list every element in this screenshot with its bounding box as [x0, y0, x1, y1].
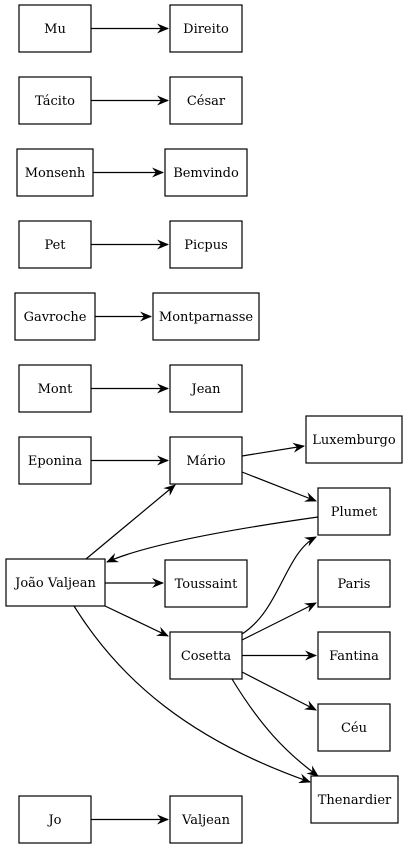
node-box-picpus: [169, 220, 243, 269]
node-paris: Paris: [317, 559, 391, 608]
node-box-luxemburgo: [305, 415, 403, 464]
node-plumet: Plumet: [317, 487, 391, 536]
node-label-mu: Mu: [44, 22, 66, 37]
node-label-jo: Jo: [46, 813, 61, 828]
node-gavroche: Gavroche: [14, 292, 96, 341]
node-label-pet: Pet: [44, 238, 66, 253]
node-box-eponina: [18, 436, 92, 485]
node-label-cosetta: Cosetta: [181, 649, 232, 664]
node-monsenh: Monsenh: [16, 148, 94, 197]
node-fantina: Fantina: [317, 631, 391, 680]
node-label-montparnasse: Montparnasse: [159, 310, 253, 325]
node-box-tacito: [18, 76, 92, 125]
node-box-paris: [317, 559, 391, 608]
node-label-cesar: César: [187, 94, 226, 109]
node-box-fantina: [317, 631, 391, 680]
node-label-mont: Mont: [38, 382, 74, 397]
node-label-bemvindo: Bemvindo: [173, 166, 239, 181]
node-box-mont: [18, 364, 92, 413]
edge-cosetta-to-paris: [241, 602, 317, 641]
node-box-direito: [169, 4, 243, 53]
node-tacito: Tácito: [18, 76, 92, 125]
node-box-mario: [169, 436, 243, 485]
node-box-joao-valjean: [5, 558, 106, 607]
node-label-jean: Jean: [189, 382, 221, 397]
node-label-tacito: Tácito: [35, 94, 75, 109]
edge-joao-valjean-to-thenardier: [73, 605, 311, 784]
node-mario: Mário: [169, 436, 243, 485]
node-cosetta: Cosetta: [169, 631, 243, 680]
node-box-plumet: [317, 487, 391, 536]
edges-layer: [73, 23, 319, 825]
node-thenardier: Thenardier: [310, 775, 399, 824]
node-label-joao-valjean: João Valjean: [13, 576, 96, 591]
node-label-eponina: Eponina: [28, 454, 83, 469]
node-jean: Jean: [169, 364, 243, 413]
node-mu: Mu: [18, 4, 92, 53]
node-box-montparnasse: [152, 292, 260, 341]
edge-cosetta-to-plumet: [241, 536, 317, 635]
node-box-bemvindo: [164, 148, 248, 197]
node-box-toussaint: [164, 559, 248, 608]
node-cesar: César: [169, 76, 243, 125]
edge-joao-valjean-to-cosetta: [104, 605, 169, 637]
node-toussaint: Toussaint: [164, 559, 248, 608]
node-label-valjean: Valjean: [181, 813, 231, 828]
node-label-gavroche: Gavroche: [24, 310, 87, 325]
node-joao-valjean: João Valjean: [5, 558, 106, 607]
node-mont: Mont: [18, 364, 92, 413]
edge-cosetta-to-ceu: [241, 671, 317, 711]
node-box-cosetta: [169, 631, 243, 680]
node-label-thenardier: Thenardier: [318, 793, 392, 808]
node-label-ceu: Céu: [341, 721, 367, 736]
node-picpus: Picpus: [169, 220, 243, 269]
node-box-thenardier: [310, 775, 399, 824]
edge-mario-to-plumet: [241, 471, 317, 502]
edge-joao-valjean-to-mario: [85, 484, 176, 560]
node-box-valjean: [169, 795, 243, 844]
node-label-plumet: Plumet: [331, 505, 378, 520]
node-ceu: Céu: [317, 703, 391, 752]
node-montparnasse: Montparnasse: [152, 292, 260, 341]
edge-cosetta-to-thenardier: [231, 678, 319, 777]
node-label-picpus: Picpus: [184, 238, 228, 253]
edge-plumet-to-joao-valjean: [106, 516, 319, 563]
node-box-monsenh: [16, 148, 94, 197]
node-box-jean: [169, 364, 243, 413]
node-pet: Pet: [18, 220, 92, 269]
node-eponina: Eponina: [18, 436, 92, 485]
node-box-pet: [18, 220, 92, 269]
node-label-monsenh: Monsenh: [25, 166, 86, 181]
node-valjean: Valjean: [169, 795, 243, 844]
node-direito: Direito: [169, 4, 243, 53]
node-label-paris: Paris: [338, 577, 371, 592]
node-box-cesar: [169, 76, 243, 125]
node-luxemburgo: Luxemburgo: [305, 415, 403, 464]
node-box-ceu: [317, 703, 391, 752]
edge-mario-to-luxemburgo: [241, 442, 305, 457]
node-label-direito: Direito: [183, 22, 229, 37]
node-jo: Jo: [18, 795, 92, 844]
node-label-toussaint: Toussaint: [175, 577, 238, 592]
node-box-gavroche: [14, 292, 96, 341]
node-label-fantina: Fantina: [329, 649, 379, 664]
node-label-luxemburgo: Luxemburgo: [312, 433, 396, 448]
node-label-mario: Mário: [186, 454, 225, 469]
node-bemvindo: Bemvindo: [164, 148, 248, 197]
node-box-jo: [18, 795, 92, 844]
node-box-mu: [18, 4, 92, 53]
